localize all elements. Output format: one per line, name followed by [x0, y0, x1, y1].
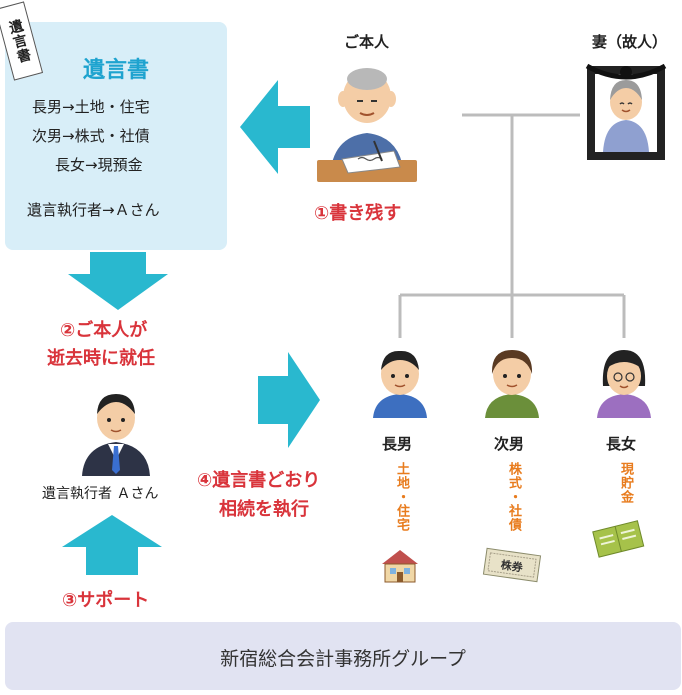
second-son-icon: [485, 350, 539, 418]
arrow-down-to-executor: [68, 252, 168, 310]
eldest-son-label: 長男: [382, 435, 413, 453]
step-4-line1: ④遺言書どおり: [197, 470, 321, 491]
executor-label: 遺言執行者 Ａさん: [42, 486, 159, 502]
eldest-daughter-label: 長女: [606, 435, 637, 453]
svg-text:株券: 株券: [500, 558, 525, 575]
house-icon: [382, 550, 418, 583]
will-line-eldest-son: 長男→土地・住宅: [32, 98, 150, 116]
executor-businessman-icon: [82, 394, 150, 476]
principal-label: ご本人: [344, 33, 390, 51]
step-3-label: ③サポート: [62, 590, 150, 611]
step-4-line2: 相続を執行: [219, 499, 309, 520]
arrow-up-support: [62, 515, 162, 575]
elderly-man-writing-icon: [317, 68, 417, 182]
step-1-label: ①書き残す: [314, 203, 402, 224]
step-2-line2: 逝去時に就任: [47, 348, 155, 369]
will-box: [5, 22, 227, 250]
will-title: 遺言書: [82, 58, 149, 83]
firm-name: 新宿総合会計事務所グループ: [220, 648, 466, 670]
bankbook-icon: [592, 520, 645, 558]
second-son-inheritance: 株式・社債: [506, 462, 521, 532]
wife-label: 妻（故人）: [592, 33, 668, 51]
will-line-executor: 遺言執行者→Ａさん: [27, 201, 160, 219]
eldest-daughter-inheritance: 現貯金: [618, 462, 633, 504]
eldest-son-icon: [373, 350, 427, 418]
arrow-right-to-heirs: [258, 352, 320, 448]
stock-certificate-icon: 株券: [482, 547, 542, 583]
will-line-second-son: 次男→株式・社債: [32, 127, 150, 145]
second-son-label: 次男: [494, 435, 525, 453]
step-2-line1: ②ご本人が: [60, 320, 148, 341]
memorial-portrait-icon: [585, 63, 667, 160]
eldest-son-inheritance: 土地・住宅: [394, 462, 409, 532]
will-line-eldest-daughter: 長女→現預金: [55, 156, 143, 174]
footer-bar: [5, 622, 681, 690]
arrow-left-to-will: [240, 80, 310, 174]
eldest-daughter-icon: [597, 350, 651, 418]
